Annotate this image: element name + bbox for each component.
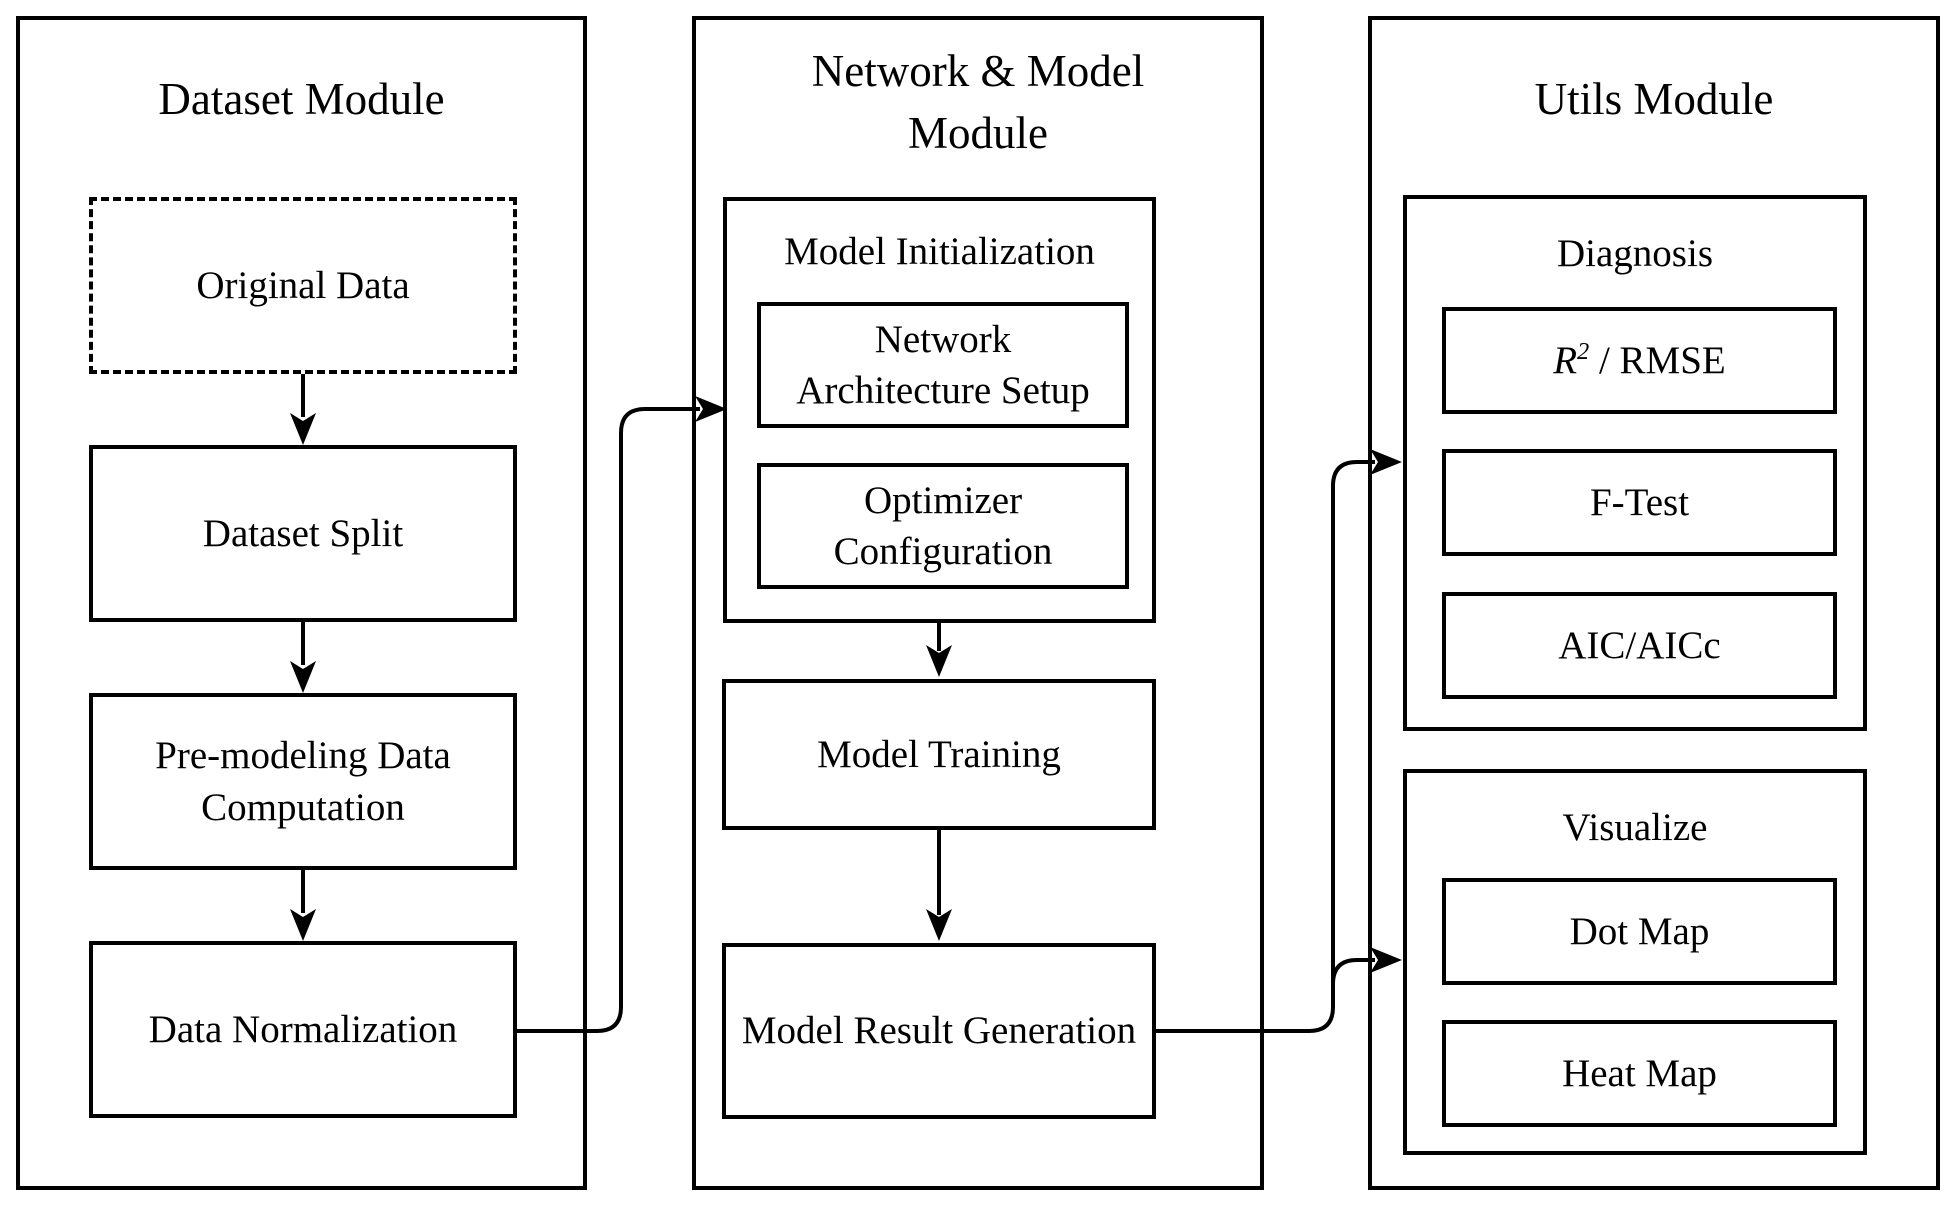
r2-rmse-label: R2 / RMSE (1553, 337, 1726, 382)
network-architecture-setup-node: Network Architecture Setup (757, 302, 1129, 428)
visualize-label: Visualize (1562, 806, 1708, 849)
pre-modeling-data-computation-node: Pre-modeling Data Computation (89, 693, 517, 870)
optimizer-configuration-label: Optimizer Configuration (833, 478, 1053, 573)
dataset-split-node: Dataset Split (89, 445, 517, 622)
diagnosis-label: Diagnosis (1557, 232, 1713, 275)
heat-map-label: Heat Map (1562, 1051, 1717, 1095)
r2-rmse-node: R2 / RMSE (1442, 307, 1837, 414)
dot-map-node: Dot Map (1442, 878, 1837, 985)
model-initialization-group: Model Initialization Network Architectur… (723, 197, 1156, 623)
network-model-module-title: Network & Model Module (811, 46, 1145, 159)
model-training-label: Model Training (817, 732, 1061, 776)
model-initialization-label: Model Initialization (784, 230, 1095, 273)
dot-map-label: Dot Map (1569, 909, 1710, 953)
heat-map-node: Heat Map (1442, 1020, 1837, 1127)
model-result-generation-label: Model Result Generation (741, 1009, 1137, 1053)
aic-aicc-label: AIC/AICc (1558, 623, 1721, 667)
pre-modeling-data-computation-label: Pre-modeling Data Computation (155, 734, 451, 829)
data-normalization-label: Data Normalization (148, 1007, 458, 1051)
model-result-generation-node: Model Result Generation (722, 943, 1156, 1119)
optimizer-configuration-node: Optimizer Configuration (757, 463, 1129, 589)
visualize-group: Visualize Dot Map Heat Map (1403, 769, 1867, 1155)
network-architecture-setup-label: Network Architecture Setup (796, 317, 1090, 412)
utils-module-title: Utils Module (1534, 74, 1774, 124)
aic-aicc-node: AIC/AICc (1442, 592, 1837, 699)
diagnosis-group: Diagnosis R2 / RMSE F-Test AIC/AICc (1403, 195, 1867, 731)
original-data-label: Original Data (196, 263, 410, 307)
original-data-node: Original Data (89, 197, 517, 374)
dataset-split-label: Dataset Split (202, 511, 404, 555)
model-training-node: Model Training (722, 679, 1156, 830)
f-test-label: F-Test (1589, 480, 1690, 524)
data-normalization-node: Data Normalization (89, 941, 517, 1118)
f-test-node: F-Test (1442, 449, 1837, 556)
dataset-module-title: Dataset Module (158, 74, 445, 124)
